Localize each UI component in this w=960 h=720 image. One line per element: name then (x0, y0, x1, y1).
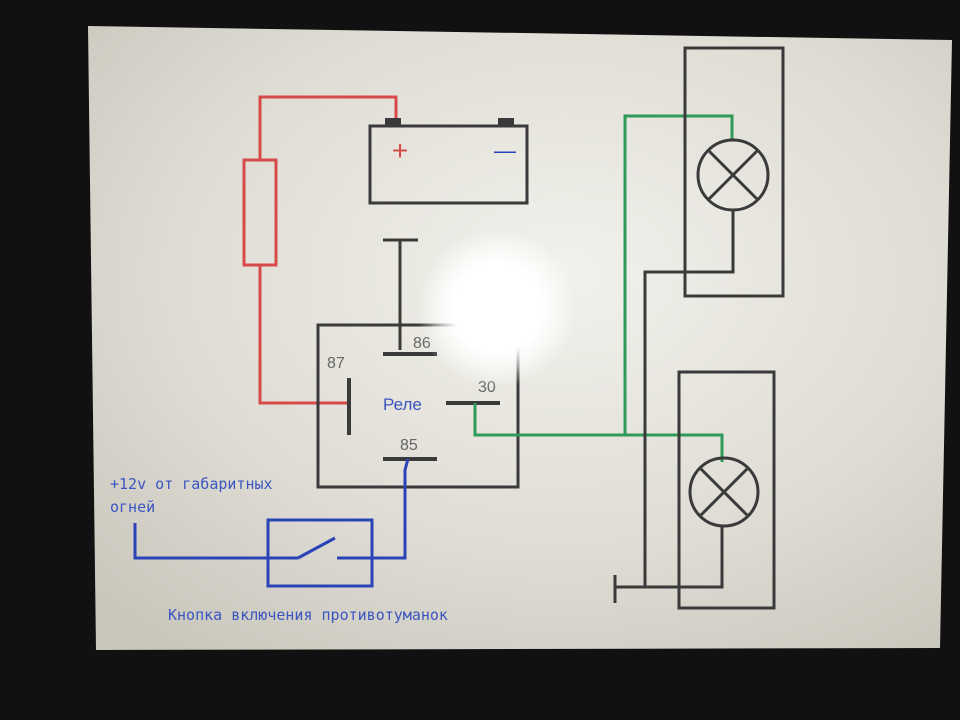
glare (417, 228, 577, 388)
switch-button (266, 518, 374, 588)
source-label-line1: +12v от габаритных (110, 475, 273, 493)
relay-pin-87: 87 (327, 355, 345, 372)
wire-green (473, 114, 734, 462)
lamp-icon (688, 456, 760, 528)
battery-minus-label: — (494, 138, 516, 163)
relay-label: Реле (383, 395, 422, 414)
lamp-lower (677, 370, 776, 610)
ground-symbol-top (383, 238, 418, 350)
lamp-upper (683, 46, 785, 298)
relay-pin-85: 85 (400, 437, 418, 454)
switch-label: Кнопка включения противотуманок (168, 606, 448, 624)
wire-ground (613, 210, 735, 603)
battery: + — (368, 118, 529, 205)
battery-plus-label: + (392, 135, 408, 166)
source-label-line2: огней (110, 498, 155, 516)
fuse (242, 158, 278, 267)
